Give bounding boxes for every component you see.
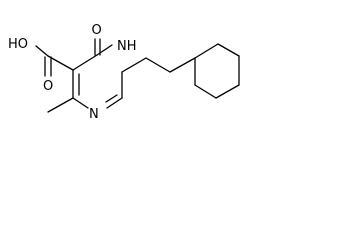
bond-n3-c2 bbox=[106, 97, 123, 109]
bond-n1-c6 bbox=[96, 44, 113, 56]
bond-c4-n3 bbox=[72, 97, 89, 109]
chemical-structure: O NH N HO O bbox=[8, 23, 240, 122]
bond-c5-cooh bbox=[47, 55, 74, 71]
carbonyl-group: O bbox=[92, 23, 102, 56]
bond-ch2-ch2 bbox=[145, 57, 171, 73]
cyclohexane-ring bbox=[194, 43, 240, 99]
ring-n-label: N bbox=[89, 107, 99, 122]
cyc-bond-5 bbox=[194, 84, 217, 99]
ethyl-linker bbox=[121, 57, 196, 73]
cyc-bond-2 bbox=[217, 43, 240, 57]
cyc-bond-1 bbox=[194, 43, 219, 59]
ring-oxygen-label: O bbox=[43, 79, 53, 94]
bond-ch2-cyclohexyl bbox=[169, 57, 196, 73]
bond-c2-ch2 bbox=[121, 57, 147, 73]
carbonyl-oxygen-label: O bbox=[92, 23, 102, 38]
carboxylic-acid-group: HO O bbox=[8, 37, 74, 94]
hydroxyl-label: HO bbox=[8, 37, 28, 52]
bond-cooh-oh bbox=[35, 45, 49, 57]
cyc-bond-4 bbox=[215, 84, 240, 99]
methyl-bond bbox=[47, 97, 74, 113]
ring-nh-label: NH bbox=[117, 39, 137, 54]
pyrimidine-ring bbox=[72, 44, 123, 109]
bond-n3-c2-inner bbox=[105, 94, 118, 103]
bond-c6-c5 bbox=[72, 54, 98, 71]
